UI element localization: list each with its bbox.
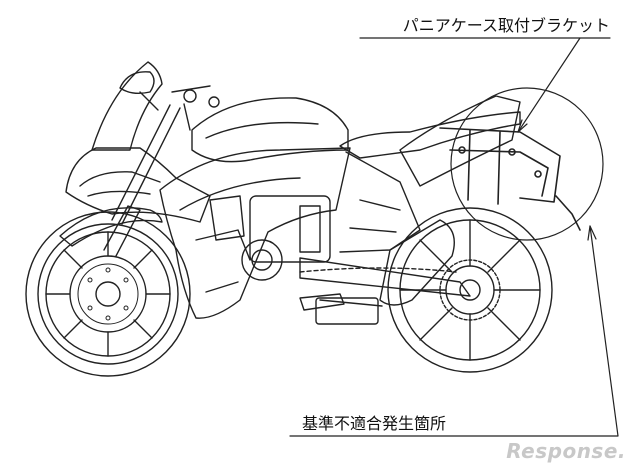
label-noncompliance-location: 基準不適合発生箇所 — [302, 414, 447, 433]
frame — [339, 151, 421, 253]
rear-sprocket — [439, 259, 501, 321]
windscreen — [91, 61, 163, 151]
fuel-tank — [191, 97, 349, 163]
front-wheel — [25, 211, 191, 377]
front-fender — [59, 207, 163, 247]
engine — [209, 195, 331, 281]
side-fairing — [159, 147, 351, 319]
rear-wheel — [387, 207, 553, 373]
watermark-logo: Response. — [506, 439, 626, 463]
leader-bottom — [289, 225, 619, 437]
leader-top — [517, 37, 581, 133]
rear-cowl — [399, 95, 521, 187]
chain — [299, 267, 457, 273]
label-pannier-bracket: パニアケース取付ブラケット — [402, 16, 610, 35]
front-brake-disc — [77, 263, 139, 325]
pannier-bracket — [439, 127, 581, 231]
footrest — [299, 293, 345, 311]
handlebar — [171, 85, 220, 131]
mirror — [119, 71, 159, 111]
seat — [339, 111, 521, 159]
highlight-circle — [450, 87, 604, 241]
front-fairing — [65, 147, 211, 223]
exhaust — [315, 219, 455, 325]
